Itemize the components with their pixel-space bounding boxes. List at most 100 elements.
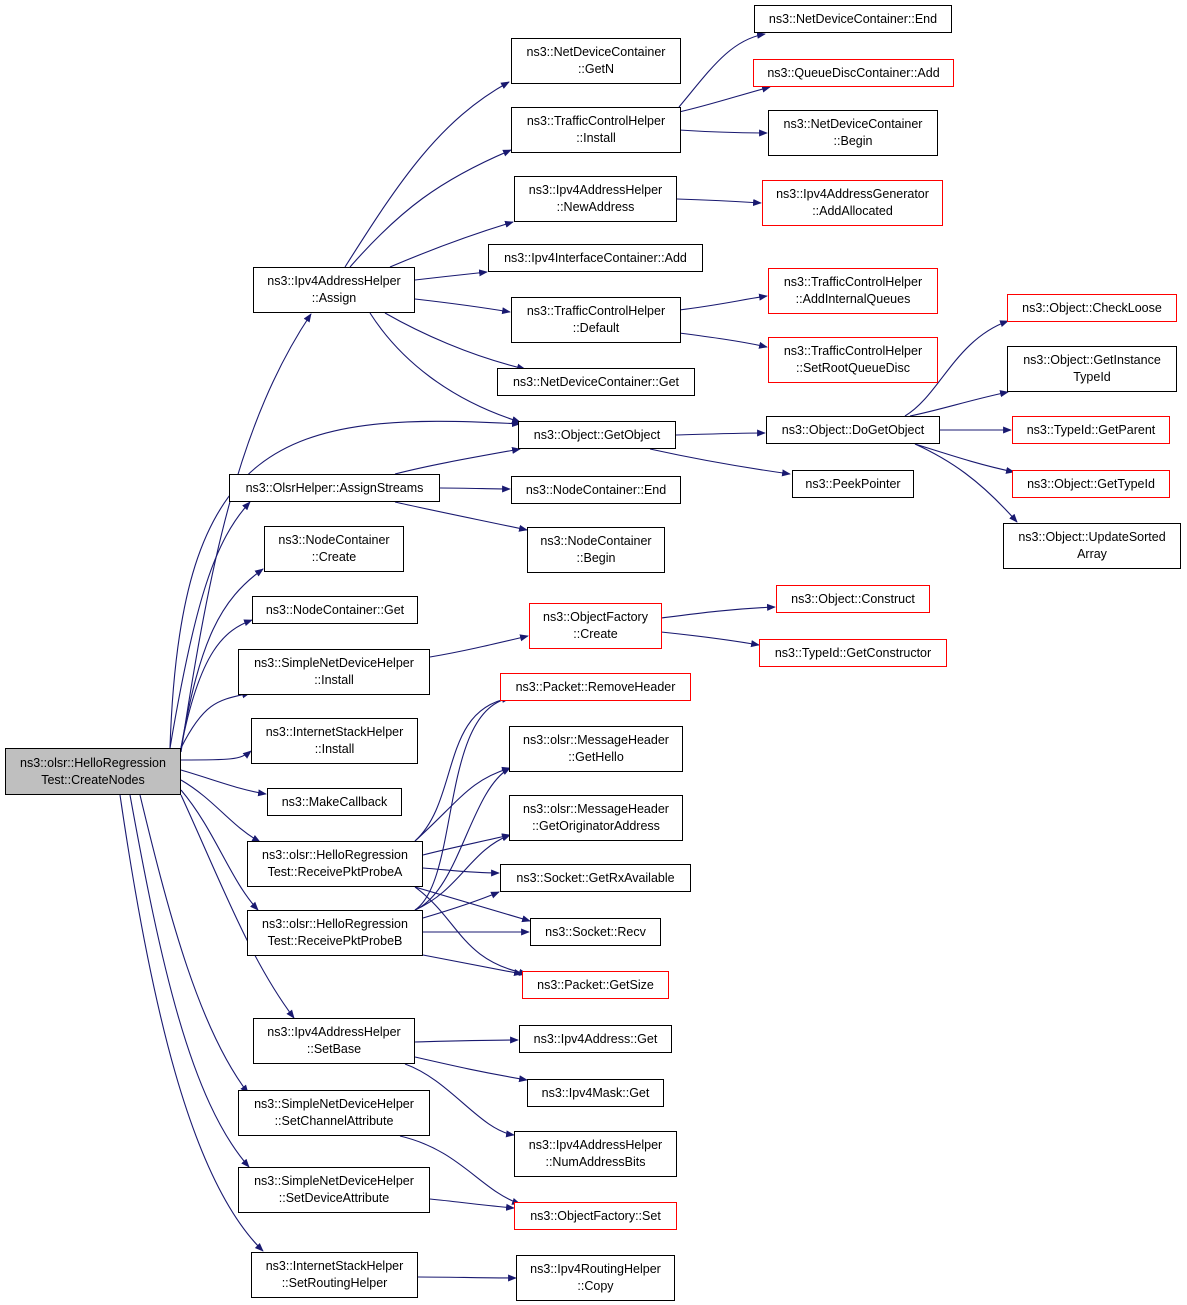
- node-messageheader-getoriginatoraddress[interactable]: ns3::olsr::MessageHeader::GetOriginatorA…: [509, 795, 683, 841]
- node-label-line-2: Test::CreateNodes: [41, 772, 145, 787]
- call-edge-12: [169, 501, 251, 749]
- call-edge-32: [904, 320, 1009, 417]
- node-label-line-1: ns3::Object::GetInstance: [1023, 353, 1161, 367]
- node-queuedisccontainer-add[interactable]: ns3::QueueDiscContainer::Add: [753, 59, 954, 87]
- node-internetstackhelper-install[interactable]: ns3::InternetStackHelper::Install: [251, 718, 418, 764]
- call-edge-6: [139, 794, 249, 1094]
- node-nodecontainer-end[interactable]: ns3::NodeContainer::End: [511, 476, 681, 504]
- node-ipv4address-get[interactable]: ns3::Ipv4Address::Get: [519, 1025, 672, 1053]
- node-label-line-2: ::AddInternalQueues: [795, 292, 911, 306]
- node-label-line-1: ns3::NetDeviceContainer::Get: [512, 374, 680, 389]
- node-label-line-2: ::SetChannelAttribute: [274, 1114, 394, 1128]
- node-label-line-1: ns3::NetDeviceContainer: [526, 45, 666, 59]
- node-label-line-1: ns3::Ipv4Mask::Get: [541, 1085, 650, 1100]
- call-edge-42: [422, 833, 511, 856]
- node-object-gettypeid[interactable]: ns3::Object::GetTypeId: [1012, 470, 1170, 498]
- node-ipv4addressgenerator-addallocated[interactable]: ns3::Ipv4AddressGenerator::AddAllocated: [762, 180, 943, 226]
- node-ipv4interfacecontainer-add[interactable]: ns3::Ipv4InterfaceContainer::Add: [488, 244, 703, 272]
- node-label-line-1: ns3::InternetStackHelper: [265, 725, 404, 739]
- call-edge-31: [649, 448, 791, 477]
- call-edge-15: [349, 149, 512, 268]
- node-ipv4mask-get[interactable]: ns3::Ipv4Mask::Get: [527, 1079, 664, 1107]
- call-edge-35: [914, 443, 1015, 474]
- node-object-construct[interactable]: ns3::Object::Construct: [776, 585, 930, 613]
- call-edge-54: [404, 1063, 515, 1138]
- node-label-line-1: ns3::OlsrHelper::AssignStreams: [245, 480, 424, 495]
- node-ipv4routinghelper-copy[interactable]: ns3::Ipv4RoutingHelper::Copy: [516, 1255, 675, 1301]
- node-packet-getsize[interactable]: ns3::Packet::GetSize: [522, 971, 669, 999]
- node-label-line-1: ns3::Ipv4AddressHelper: [267, 274, 401, 288]
- node-makecallback[interactable]: ns3::MakeCallback: [267, 788, 402, 816]
- node-label-line-1: ns3::Object::GetTypeId: [1027, 476, 1155, 491]
- node-netdevicecontainer-begin[interactable]: ns3::NetDeviceContainer::Begin: [768, 110, 938, 156]
- node-simplenetdevicehelper-install[interactable]: ns3::SimpleNetDeviceHelper::Install: [238, 649, 430, 695]
- node-trafficcontrolhelper-install[interactable]: ns3::TrafficControlHelper::Install: [511, 107, 681, 153]
- node-label-line-1: ns3::SimpleNetDeviceHelper: [254, 1174, 414, 1188]
- node-object-checkloose[interactable]: ns3::Object::CheckLoose: [1007, 294, 1177, 322]
- node-packet-removeheader[interactable]: ns3::Packet::RemoveHeader: [500, 673, 691, 701]
- node-label-line-1: ns3::QueueDiscContainer::Add: [767, 65, 940, 80]
- node-label-line-1: ns3::Ipv4AddressHelper: [267, 1025, 401, 1039]
- node-socket-recv[interactable]: ns3::Socket::Recv: [530, 918, 661, 946]
- node-simplenetdevicehelper-setchannelattribute[interactable]: ns3::SimpleNetDeviceHelper::SetChannelAt…: [238, 1090, 430, 1136]
- node-label-line-1: ns3::Socket::GetRxAvailable: [516, 870, 675, 885]
- node-internetstackhelper-setroutinghelper[interactable]: ns3::InternetStackHelper::SetRoutingHelp…: [251, 1252, 418, 1298]
- call-edge-7: [129, 794, 250, 1168]
- node-label-line-1: ns3::Object::CheckLoose: [1022, 300, 1162, 315]
- node-label-line-2: TypeId: [1073, 370, 1111, 384]
- node-label-line-2: ::Assign: [311, 291, 357, 305]
- node-trafficcontrolhelper-addinternalqueues[interactable]: ns3::TrafficControlHelper::AddInternalQu…: [768, 268, 938, 314]
- node-trafficcontrolhelper-default[interactable]: ns3::TrafficControlHelper::Default: [511, 297, 681, 343]
- node-objectfactory-create[interactable]: ns3::ObjectFactory::Create: [529, 603, 662, 649]
- node-label-line-1: ns3::ObjectFactory: [543, 610, 648, 624]
- node-label-line-1: ns3::ObjectFactory::Set: [530, 1208, 661, 1223]
- node-ipv4addresshelper-numaddressbits[interactable]: ns3::Ipv4AddressHelper::NumAddressBits: [514, 1131, 677, 1177]
- node-label-line-2: ::SetRoutingHelper: [281, 1276, 388, 1290]
- node-nodecontainer-get[interactable]: ns3::NodeContainer::Get: [252, 596, 418, 624]
- call-edge-47: [414, 767, 511, 911]
- node-ipv4addresshelper-newaddress[interactable]: ns3::Ipv4AddressHelper::NewAddress: [514, 176, 677, 222]
- call-edge-17: [414, 269, 488, 281]
- call-edge-52: [414, 1036, 519, 1044]
- node-label-line-1: ns3::olsr::HelloRegression: [262, 848, 408, 862]
- node-simplenetdevicehelper-setdeviceattribute[interactable]: ns3::SimpleNetDeviceHelper::SetDeviceAtt…: [238, 1167, 430, 1213]
- node-netdevicecontainer-end[interactable]: ns3::NetDeviceContainer::End: [754, 5, 952, 33]
- node-label-line-1: ns3::Packet::RemoveHeader: [515, 679, 676, 694]
- node-olsrhelper-assignstreams[interactable]: ns3::OlsrHelper::AssignStreams: [229, 474, 440, 502]
- node-nodecontainer-begin[interactable]: ns3::NodeContainer::Begin: [527, 527, 665, 573]
- node-label-line-1: ns3::NetDeviceContainer::End: [768, 11, 938, 26]
- call-edge-49: [422, 891, 500, 919]
- node-messageheader-gethello[interactable]: ns3::olsr::MessageHeader::GetHello: [509, 726, 683, 772]
- node-ipv4addresshelper-assign[interactable]: ns3::Ipv4AddressHelper::Assign: [253, 267, 415, 313]
- node-label-line-2: ::GetHello: [568, 750, 624, 764]
- node-objectfactory-set[interactable]: ns3::ObjectFactory::Set: [514, 1202, 677, 1230]
- node-netdevicecontainer-getn[interactable]: ns3::NetDeviceContainer::GetN: [511, 38, 681, 84]
- node-object-dogetobject[interactable]: ns3::Object::DoGetObject: [766, 416, 940, 444]
- node-netdevicecontainer-get[interactable]: ns3::NetDeviceContainer::Get: [497, 368, 695, 396]
- node-nodecontainer-create[interactable]: ns3::NodeContainer::Create: [264, 526, 404, 572]
- call-edge-3: [180, 779, 261, 843]
- node-ipv4addresshelper-setbase[interactable]: ns3::Ipv4AddressHelper::SetBase: [253, 1018, 415, 1064]
- node-typeid-getparent[interactable]: ns3::TypeId::GetParent: [1012, 416, 1170, 444]
- node-label-line-2: Test::ReceivePktProbeB: [267, 934, 403, 948]
- node-object-getobject[interactable]: ns3::Object::GetObject: [518, 421, 676, 449]
- node-label-line-2: ::Install: [576, 131, 616, 145]
- node-label-line-1: ns3::SimpleNetDeviceHelper: [254, 1097, 414, 1111]
- node-typeid-getconstructor[interactable]: ns3::TypeId::GetConstructor: [759, 639, 947, 667]
- node-trafficcontrolhelper-setrootqueuedisc[interactable]: ns3::TrafficControlHelper::SetRootQueueD…: [768, 337, 938, 383]
- node-label-line-2: ::SetDeviceAttribute: [278, 1191, 390, 1205]
- node-label-line-1: ns3::Ipv4AddressHelper: [528, 1138, 663, 1152]
- node-socket-getrxavailable[interactable]: ns3::Socket::GetRxAvailable: [500, 864, 691, 892]
- call-edge-13: [169, 420, 521, 749]
- node-peekpointer[interactable]: ns3::PeekPointer: [792, 470, 914, 498]
- node-label-line-1: ns3::Object::UpdateSorted: [1018, 530, 1166, 544]
- node-label-line-1: ns3::Object::GetObject: [533, 427, 661, 442]
- call-edge-33: [909, 390, 1009, 417]
- call-edge-10: [180, 619, 253, 749]
- node-label-line-1: ns3::TypeId::GetParent: [1026, 422, 1156, 437]
